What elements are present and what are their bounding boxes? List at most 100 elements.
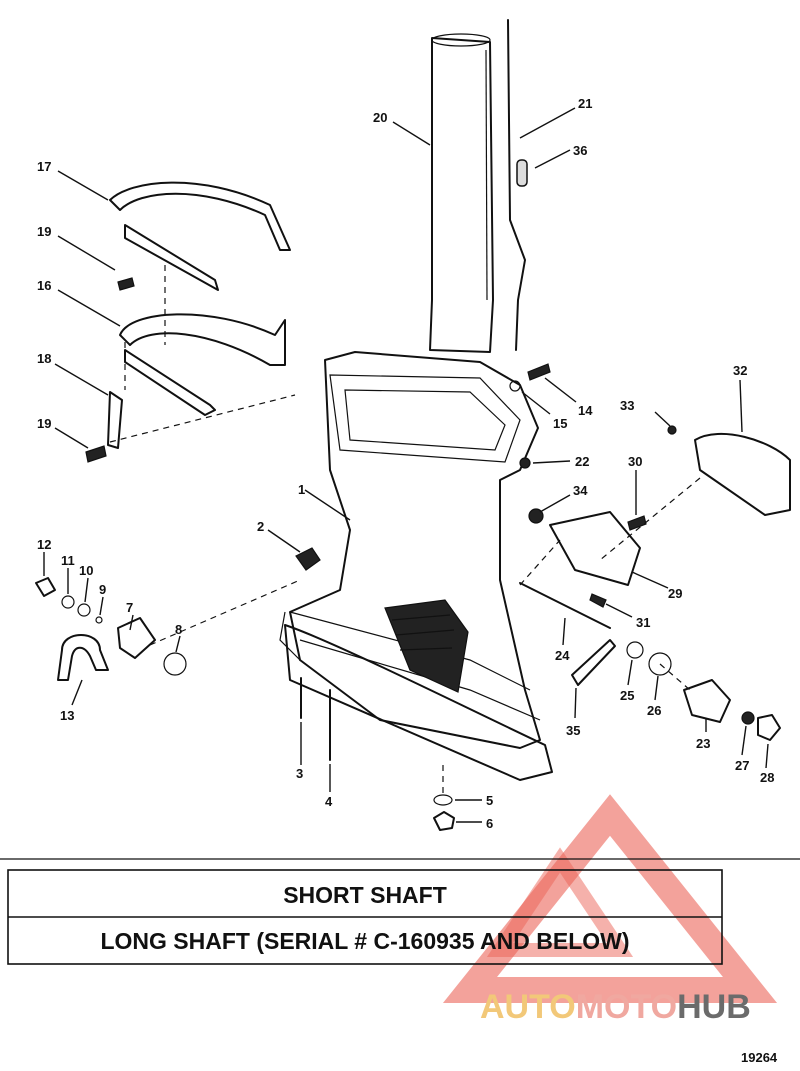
callout-27: 27 [735,758,749,773]
callout-5: 5 [486,793,493,808]
callout-19-upper: 19 [37,224,51,239]
leader-line [71,679,83,706]
washer-25 [626,641,644,659]
nut-28 [757,714,781,741]
leader-line [739,379,743,433]
leader-line [534,149,571,169]
callout-1: 1 [298,482,305,497]
leader-line [84,577,89,603]
leader-line [654,675,659,701]
leader-line [129,614,134,631]
callout-30: 30 [628,454,642,469]
callout-14: 14 [578,403,593,418]
leader-line [765,743,769,769]
callout-33: 33 [620,398,634,413]
leader-line [631,571,669,589]
plug-2 [295,547,321,571]
bolt-14 [527,363,551,381]
callout-2: 2 [257,519,264,534]
leader-line [57,235,116,271]
washer-5 [433,794,453,806]
watermark-logo-icon [442,794,778,1003]
water-pump-cover [549,511,641,586]
lower-seal-ring [119,313,286,366]
callout-4: 4 [325,794,333,809]
callout-6: 6 [486,816,493,831]
watermark-text: AUTOMOTOHUB [480,988,751,1026]
lockwasher-27 [741,711,755,725]
callout-26: 26 [647,703,661,718]
callout-3: 3 [296,766,303,781]
leader-line [392,121,431,146]
assembly-line [659,663,691,691]
leader-line [99,596,104,616]
leader-line [57,170,109,201]
shift-rod [507,19,526,351]
callout-24: 24 [555,648,570,663]
callout-32: 32 [733,363,747,378]
watermark-moto: MOTO [576,988,677,1026]
leader-line [532,460,571,464]
callout-25: 25 [620,688,634,703]
leader-line [521,391,551,415]
callout-13: 13 [60,708,74,723]
upper-seal-ring [109,181,291,251]
callout-31: 31 [636,615,650,630]
callout-35: 35 [566,723,580,738]
leader-line [539,494,571,513]
pin [516,159,528,187]
trim-tab-anode [694,432,791,516]
callout-11: 11 [61,553,75,568]
shaft-legend-table: SHORT SHAFT LONG SHAFT (SERIAL # C-16093… [7,869,723,965]
callout-28: 28 [760,770,774,785]
callout-34: 34 [573,483,588,498]
callout-21: 21 [578,96,592,111]
screw-upper [117,277,135,291]
leader-line [574,687,577,719]
watermark-auto: AUTO [480,988,576,1026]
leader-line [562,617,566,646]
leader-line [654,411,671,427]
driveshaft-housing [279,351,553,781]
legend-short-shaft: SHORT SHAFT [283,882,447,908]
assembly-line [519,539,561,586]
watermark-hub: HUB [677,988,751,1026]
washer-15 [509,380,521,392]
washer-8 [163,652,187,676]
leader-line [54,427,89,449]
callout-22: 22 [575,454,589,469]
lockwasher-11 [61,595,75,609]
callout-20: 20 [373,110,387,125]
leader-line [267,529,301,553]
callout-10: 10 [79,563,93,578]
screw-31 [589,593,607,608]
nut-34 [528,508,544,524]
bracket [107,391,123,449]
leader-line [57,289,121,327]
legend-long-shaft: LONG SHAFT (SERIAL # C-160935 AND BELOW) [100,928,629,954]
stud-24 [519,582,611,629]
nut-6 [433,811,455,831]
callout-36: 36 [573,143,587,158]
washer-10 [77,603,91,617]
washer-26 [648,652,672,676]
screw-lower [85,445,107,463]
nut-22 [519,457,531,469]
figure-number: 19264 [741,1050,778,1065]
callout-19-lower: 19 [37,416,51,431]
driveshaft-tube [429,33,494,353]
callout-18: 18 [37,351,51,366]
leader-line [605,603,633,618]
clip-13 [57,634,109,681]
rubber-bumper [117,617,156,659]
leader-line [175,635,181,653]
assembly-line [149,579,301,646]
callout-17: 17 [37,159,51,174]
callout-7: 7 [126,600,133,615]
callout-16: 16 [37,278,51,293]
leader-line [54,363,109,396]
assembly-line [109,394,296,443]
leader-line [627,659,633,686]
leader-line [304,489,351,521]
